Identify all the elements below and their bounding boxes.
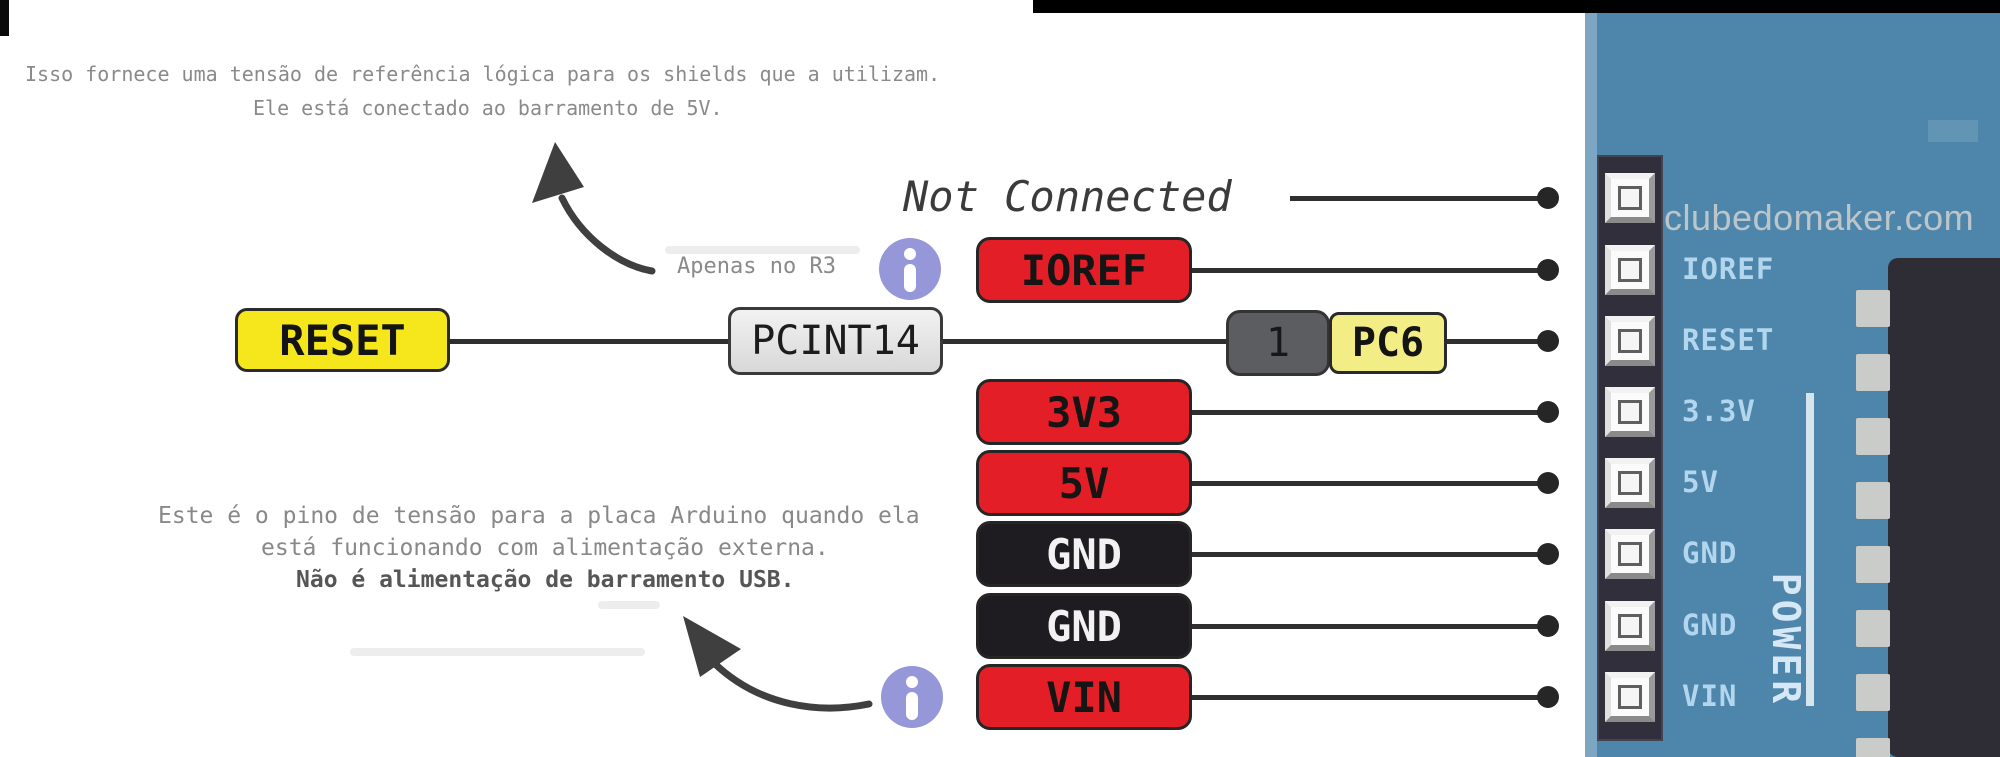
wire-not-connected	[1290, 196, 1548, 201]
pin-socket-hole	[1618, 329, 1642, 353]
pin-dot-3v3	[1537, 401, 1559, 423]
board-label-3v3: 3.3V	[1682, 394, 1756, 428]
board-left-edge	[1585, 13, 1597, 757]
pin-dot-vin	[1537, 686, 1559, 708]
header-pin-socket-5v	[1605, 458, 1655, 508]
pinbox-ioref: IOREF	[976, 237, 1192, 303]
ic-chip	[1888, 258, 2000, 757]
chip-leg	[1856, 610, 1890, 647]
bottom-note-line3: Não é alimentação de barramento USB.	[296, 567, 795, 593]
chip-leg	[1856, 290, 1890, 327]
pin-dot-nc	[1537, 187, 1559, 209]
power-pin-header	[1597, 155, 1663, 741]
bottom-note-line1: Este é o pino de tensão para a placa Ard…	[158, 503, 920, 529]
header-pin-socket-vin	[1605, 672, 1655, 722]
top-black-bar	[1033, 0, 2000, 13]
wire-gnd2	[1192, 624, 1548, 629]
power-section-line	[1806, 393, 1814, 706]
chip-leg	[1856, 418, 1890, 455]
info-icon-bar	[904, 264, 916, 292]
board-label-vin: VIN	[1682, 679, 1738, 713]
left-edge-mark	[0, 0, 9, 36]
board-label-ioref: IOREF	[1682, 252, 1775, 286]
faded-text-smudge	[598, 601, 660, 609]
info-icon-bar	[906, 692, 918, 720]
header-pin-socket-ioref	[1605, 245, 1655, 295]
pinbox-reset: RESET	[235, 308, 450, 372]
pinbox-3v3: 3V3	[976, 379, 1192, 445]
pinbox-pc6: PC6	[1329, 312, 1447, 374]
top-note-line2: Ele está conectado ao barramento de 5V.	[253, 96, 723, 120]
curved-arrow-down-shaft	[710, 659, 873, 712]
header-pin-socket-3v3	[1605, 387, 1655, 437]
wire-pc6-board	[1446, 339, 1548, 344]
power-section-label: POWER	[1764, 572, 1808, 708]
header-pin-socket-gnd2	[1605, 601, 1655, 651]
pinbox-pcint14: PCINT14	[728, 307, 943, 375]
pin-socket-hole	[1618, 400, 1642, 424]
board-label-reset: RESET	[1682, 323, 1775, 357]
pin-dot-5v	[1537, 472, 1559, 494]
faded-text-smudge	[665, 246, 860, 254]
wire-gnd1	[1192, 552, 1548, 557]
board-label-gnd2: GND	[1682, 608, 1738, 642]
board-highlight-patch	[1928, 120, 1978, 142]
info-icon-dot	[906, 676, 918, 688]
wire-ioref	[1192, 268, 1548, 273]
pin-dot-gnd1	[1537, 543, 1559, 565]
info-icon[interactable]	[881, 666, 943, 728]
header-pin-socket-nc	[1605, 173, 1655, 223]
watermark: clubedomaker.com	[1664, 197, 1975, 238]
pinbox-gnd1: GND	[976, 521, 1192, 587]
top-note-line1: Isso fornece uma tensão de referência ló…	[25, 62, 941, 86]
pinbox-vin: VIN	[976, 664, 1192, 730]
header-pin-socket-gnd1	[1605, 529, 1655, 579]
chip-leg	[1856, 738, 1890, 757]
pin-dot-ioref	[1537, 259, 1559, 281]
apenas-no-r3-label: Apenas no R3	[677, 254, 836, 279]
header-pin-socket-reset	[1605, 316, 1655, 366]
chip-leg	[1856, 354, 1890, 391]
info-icon[interactable]	[879, 238, 941, 300]
pin-socket-hole	[1618, 685, 1642, 709]
pin-socket-hole	[1618, 542, 1642, 566]
pinbox-5v: 5V	[976, 450, 1192, 516]
pinbox-gnd2: GND	[976, 593, 1192, 659]
pin-socket-hole	[1618, 186, 1642, 210]
board-label-5v: 5V	[1682, 465, 1719, 499]
wire-pcint-pin1	[943, 339, 1226, 344]
chip-leg	[1856, 482, 1890, 519]
chip-leg	[1856, 674, 1890, 711]
curved-arrow-down-head	[683, 616, 741, 677]
board-label-gnd1: GND	[1682, 536, 1738, 570]
not-connected-label: Not Connected	[903, 172, 1232, 221]
info-icon-dot	[904, 248, 916, 260]
pinbox-pin-number-1: 1	[1226, 310, 1330, 376]
curved-arrow-up-head	[532, 142, 584, 203]
curved-arrow-up-shaft	[558, 194, 656, 275]
pin-dot-gnd2	[1537, 615, 1559, 637]
pin-socket-hole	[1618, 471, 1642, 495]
chip-leg	[1856, 546, 1890, 583]
wire-reset-pcint	[450, 339, 728, 344]
wire-3v3	[1192, 410, 1548, 415]
pin-socket-hole	[1618, 258, 1642, 282]
faded-text-smudge	[350, 648, 645, 656]
bottom-note-line2: está funcionando com alimentação externa…	[261, 535, 829, 561]
wire-5v	[1192, 481, 1548, 486]
wire-vin	[1192, 695, 1548, 700]
pin-socket-hole	[1618, 614, 1642, 638]
pin-dot-reset	[1537, 330, 1559, 352]
